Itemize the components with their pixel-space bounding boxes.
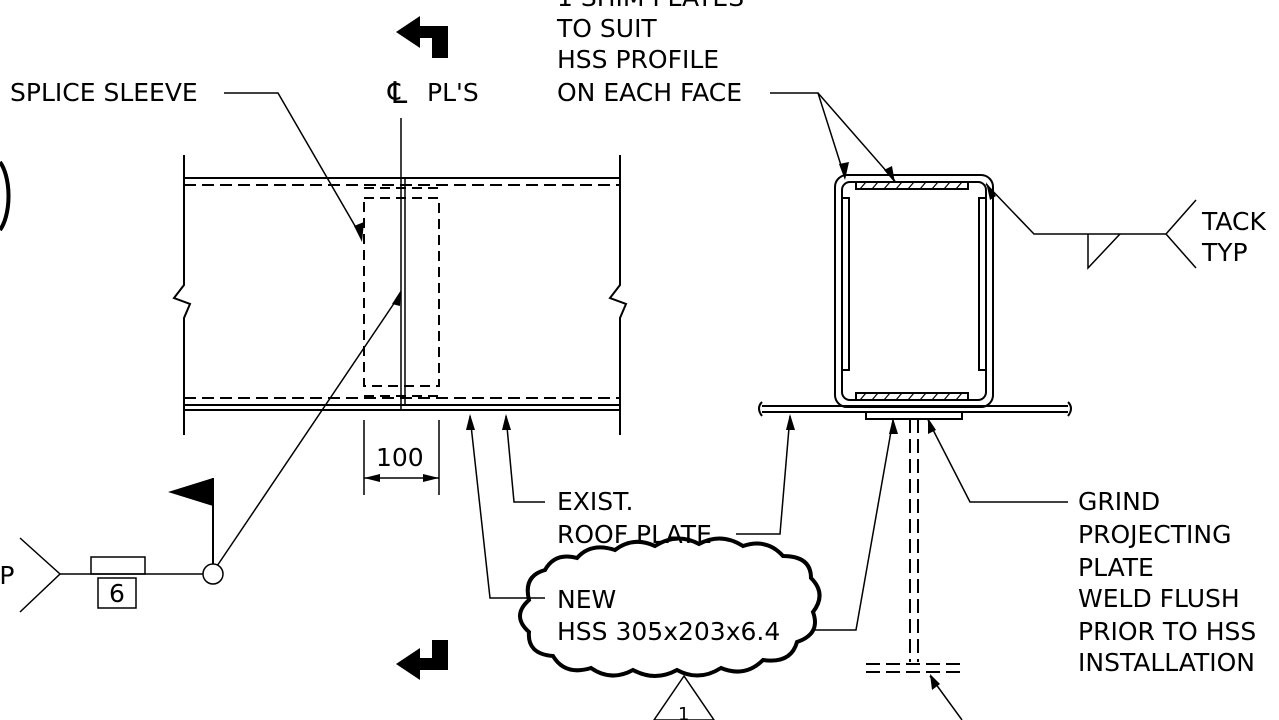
dim-arrow-left <box>364 474 380 482</box>
tack-label-1: TACK <box>1201 207 1266 236</box>
projecting-plate <box>865 411 963 420</box>
exist-leader-left <box>505 415 545 503</box>
shim-plate-left <box>841 197 850 371</box>
section-arrow-bottom-icon <box>396 640 448 680</box>
grind-label-5: PRIOR TO HSS <box>1078 617 1256 646</box>
new-hss-leader-right <box>812 419 894 631</box>
new-hss-label-2: HSS 305x203x6.4 <box>557 617 780 646</box>
weld-leader <box>212 292 402 573</box>
weld-symbol-box <box>90 556 146 575</box>
section-break-left <box>758 401 763 417</box>
hss-outer <box>834 174 994 408</box>
arrowheads <box>354 162 996 690</box>
exist-label-2: ROOF PLATE <box>557 520 712 549</box>
centerline-symbol: ℄ <box>387 76 407 111</box>
grind-label-4: WELD FLUSH <box>1078 584 1240 613</box>
revision-cloud <box>518 536 822 678</box>
grind-label-1: GRIND <box>1078 487 1160 516</box>
leaders <box>19 92 1197 720</box>
splice-sleeve-label: SPLICE SLEEVE <box>10 78 198 107</box>
grind-label-3: PLATE <box>1078 553 1154 582</box>
tack-label-2: TYP <box>1201 238 1248 267</box>
elevation-view <box>172 118 628 495</box>
centerline-label: PL'S <box>427 78 479 107</box>
new-hss-leader-left <box>469 415 545 599</box>
right-break-line <box>608 155 628 435</box>
dimension-label: 100 <box>376 443 424 472</box>
shim-plate-bottom <box>855 392 969 401</box>
dim-arrow-right <box>423 474 439 482</box>
shim-plate-top <box>855 181 969 190</box>
shim-hatching <box>859 181 963 401</box>
grind-leader <box>927 419 1068 503</box>
left-break-line <box>172 155 192 435</box>
shim-label-1: 1 SHIM PLATES <box>557 0 744 12</box>
weld-tail-label: IP <box>0 561 14 590</box>
shim-label-2: TO SUIT <box>556 14 657 43</box>
field-weld-circle <box>202 563 224 585</box>
tack-leader <box>985 183 1197 235</box>
grind-label-6: INSTALLATION <box>1078 648 1255 677</box>
grind-label-2: PROJECTING <box>1078 520 1231 549</box>
revision-triangle <box>653 674 715 720</box>
detail-circle-fragment <box>0 160 11 232</box>
section-arrow-top-icon <box>396 16 448 58</box>
section-break-right <box>1067 401 1072 417</box>
exist-label-1: EXIST. <box>557 487 633 516</box>
hss-inner <box>841 181 987 401</box>
section-view <box>758 174 1072 673</box>
shim-label-3: HSS PROFILE <box>557 45 719 74</box>
weld-size-box <box>97 577 137 609</box>
shim-plate-right <box>978 197 987 371</box>
shim-label-4: ON EACH FACE <box>557 78 742 107</box>
shim-leader-2 <box>817 92 896 182</box>
splice-sleeve-leader <box>224 92 363 239</box>
tack-leader-tail <box>1165 233 1197 269</box>
shim-leader-1 <box>770 92 846 179</box>
weld-size-label: 6 <box>109 579 125 608</box>
weld-tail <box>19 537 62 613</box>
exist-leader-right <box>736 415 791 535</box>
field-weld-flag-icon <box>168 478 213 506</box>
tack-fillet-symbol <box>1087 233 1121 270</box>
revision-tag-label: 1 <box>678 704 689 720</box>
new-hss-label-1: NEW <box>557 585 616 614</box>
